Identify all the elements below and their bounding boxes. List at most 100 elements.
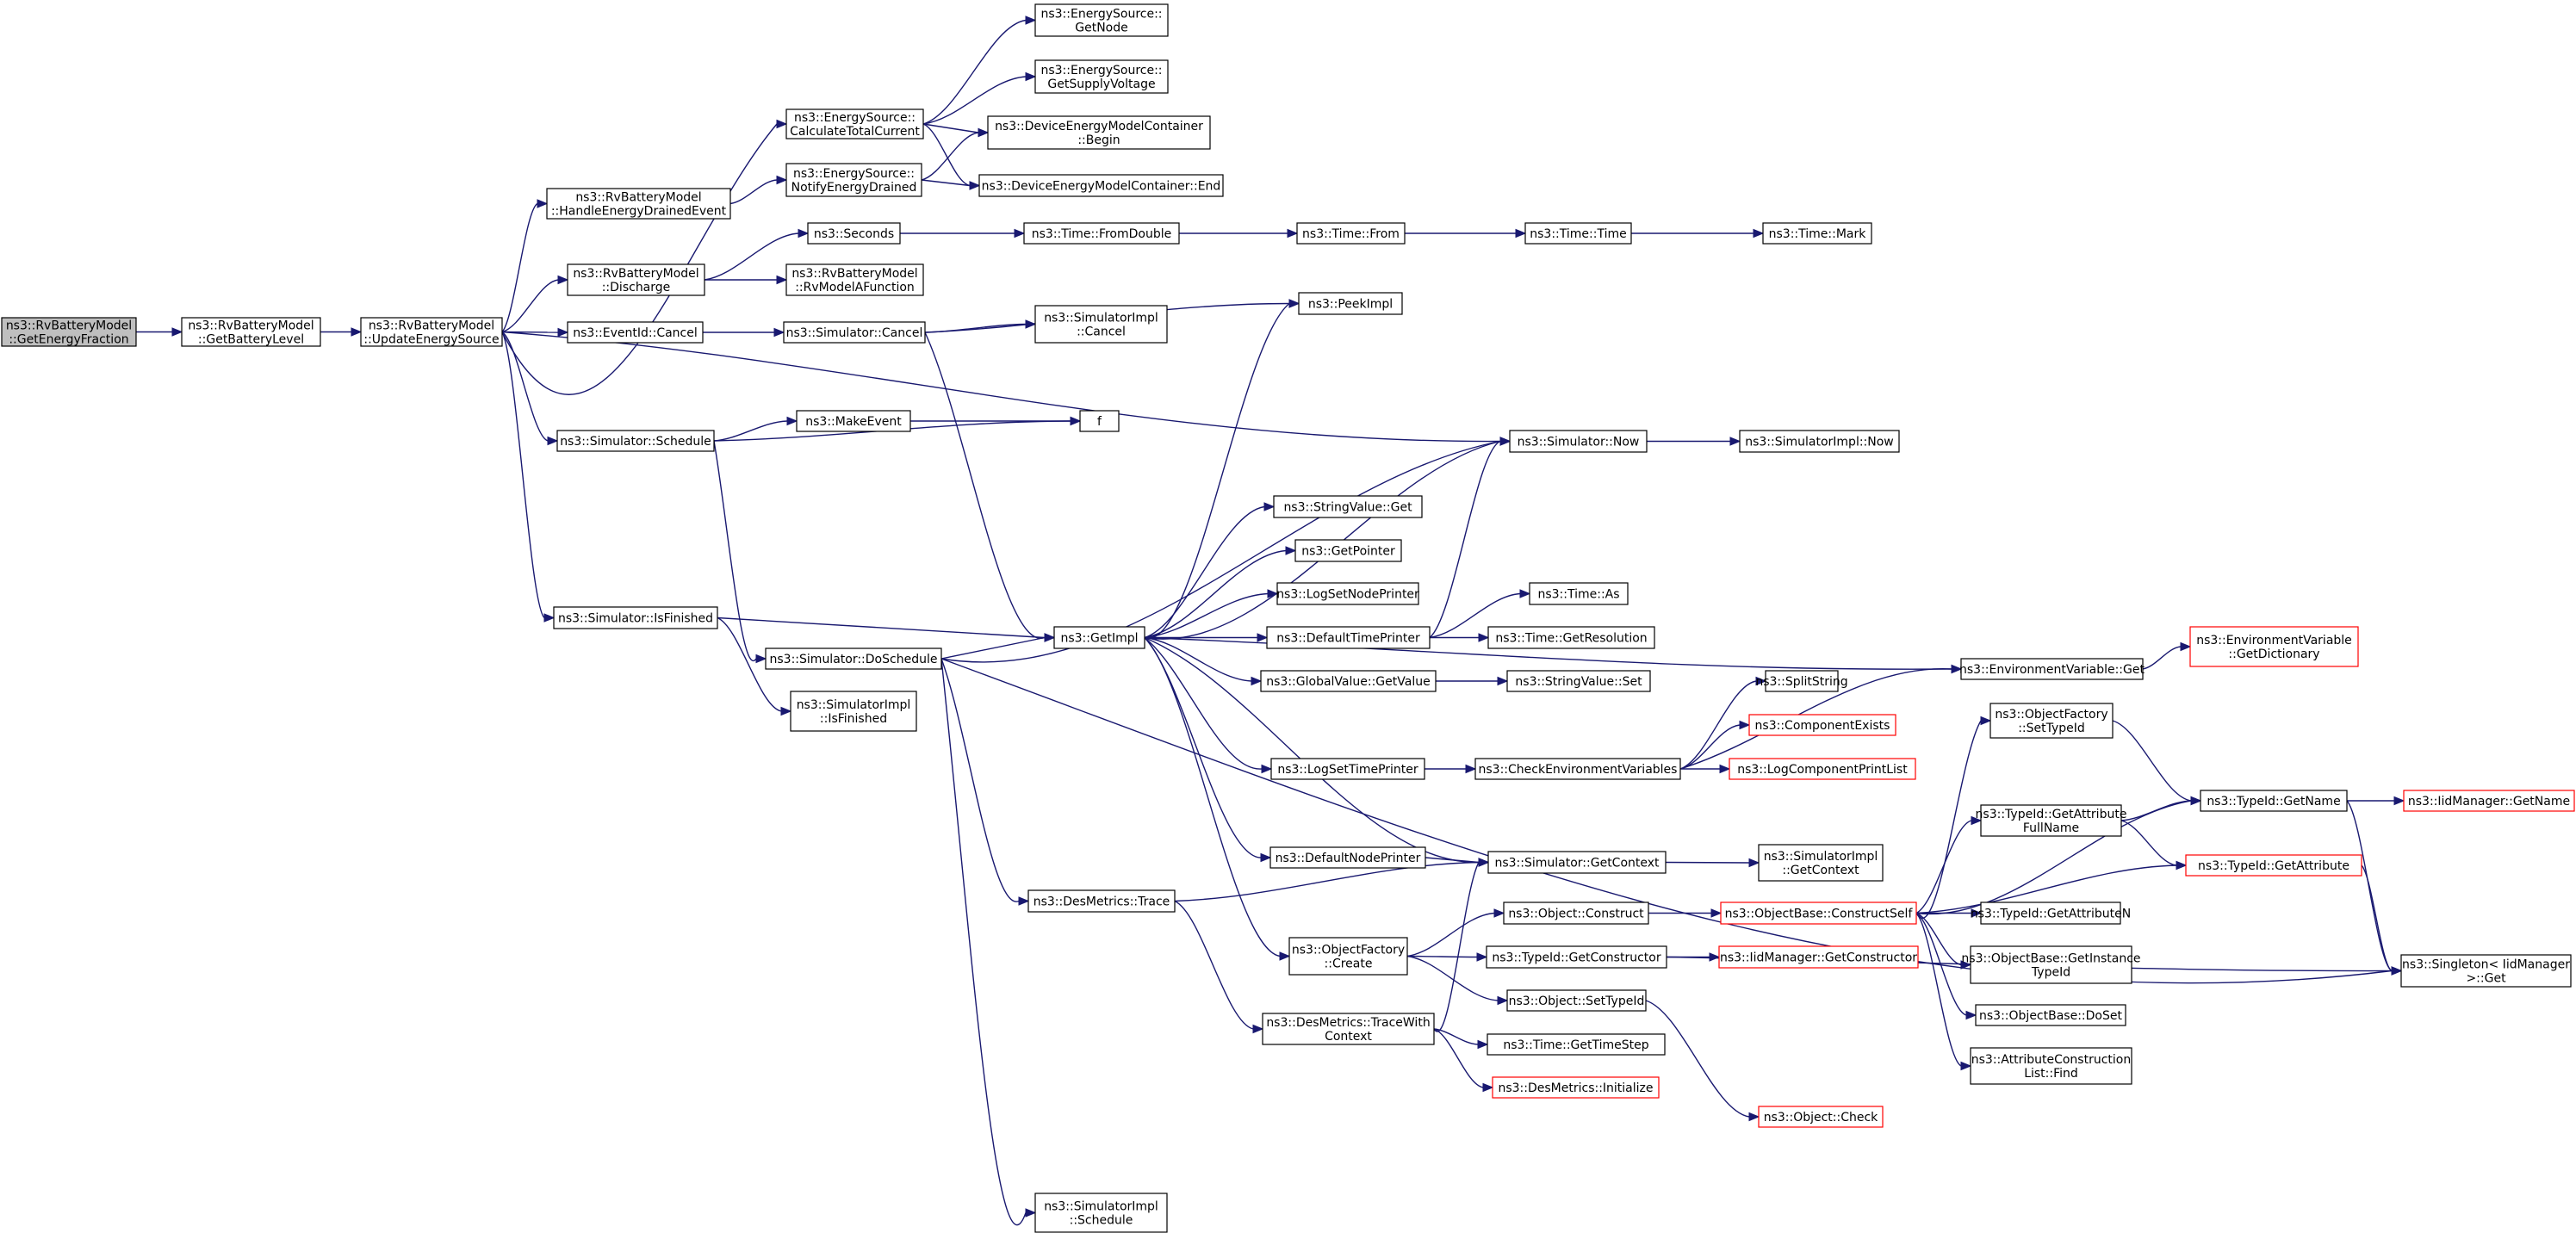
graph-node-n8[interactable]: ns3::Simulator::IsFinished (553, 606, 718, 629)
graph-node-n54[interactable]: ns3::Object::Construct (1503, 902, 1649, 925)
node-label: ::Schedule (1070, 1214, 1133, 1228)
graph-node-n38[interactable]: ns3::EnvironmentVariable::GetDictionary (2189, 626, 2359, 667)
graph-node-n29[interactable]: ns3::LogSetNodePrinter (1276, 582, 1419, 605)
graph-node-n44[interactable]: ns3::CheckEnvironmentVariables (1474, 758, 1681, 780)
node-label: ns3::RvBatteryModel (575, 191, 701, 205)
graph-node-n56[interactable]: ns3::TypeId::GetAttributeN (1971, 902, 2131, 925)
node-label: ns3::RvBatteryModel (791, 267, 917, 281)
graph-node-n4[interactable]: ns3::RvBatteryModel::HandleEnergyDrained… (546, 188, 731, 220)
graph-node-n10[interactable]: ns3::EnergySource::GetSupplyVoltage (1034, 59, 1169, 94)
graph-node-n24[interactable]: f (1079, 410, 1120, 432)
edge-n2-n7 (501, 331, 549, 442)
graph-node-n25[interactable]: ns3::Simulator::Now (1509, 430, 1648, 453)
graph-node-n36[interactable]: ns3::GlobalValue::GetValue (1260, 670, 1437, 692)
graph-node-n7[interactable]: ns3::Simulator::Schedule (556, 430, 715, 452)
graph-node-n68[interactable]: ns3::Object::Check (1758, 1106, 1884, 1128)
graph-node-n18[interactable]: ns3::Time::Time (1524, 222, 1632, 245)
node-label: ns3::EnergySource:: (793, 167, 915, 181)
graph-node-n15[interactable]: ns3::RvBatteryModel::RvModelAFunction (785, 263, 924, 296)
graph-node-n20[interactable]: ns3::PeekImpl (1298, 292, 1403, 315)
graph-node-n16[interactable]: ns3::Time::FromDouble (1023, 222, 1180, 245)
graph-node-n41[interactable]: ns3::ObjectFactory::SetTypeId (1989, 703, 2114, 739)
graph-node-n35[interactable]: ns3::SimulatorImpl::IsFinished (790, 691, 917, 732)
graph-node-n67[interactable]: ns3::DesMetrics::Initialize (1492, 1076, 1660, 1099)
graph-node-n37[interactable]: ns3::StringValue::Set (1506, 670, 1651, 692)
node-label: ns3::StringValue::Get (1283, 501, 1412, 515)
graph-node-n47[interactable]: ns3::IidManager::GetName (2403, 790, 2575, 812)
graph-node-n6[interactable]: ns3::EventId::Cancel (567, 321, 704, 344)
graph-node-n63[interactable]: ns3::ObjectBase::DoSet (1975, 1004, 2126, 1026)
edge-arrowhead (1476, 952, 1488, 962)
graph-node-n28[interactable]: ns3::GetPointer (1294, 539, 1402, 562)
graph-node-n58[interactable]: ns3::TypeId::GetConstructor (1486, 945, 1667, 969)
graph-node-n33[interactable]: ns3::Time::GetResolution (1487, 626, 1655, 649)
node-box (1718, 945, 1919, 969)
edge-arrowhead (1025, 1208, 1037, 1218)
graph-node-n27[interactable]: ns3::StringValue::Get (1273, 495, 1423, 518)
graph-node-n5[interactable]: ns3::RvBatteryModel::Discharge (567, 263, 705, 296)
graph-node-n17[interactable]: ns3::Time::From (1296, 222, 1406, 245)
graph-node-n13[interactable]: ns3::DeviceEnergyModelContainer::End (978, 174, 1224, 197)
edge-arrowhead (1260, 852, 1272, 863)
node-label: ::HandleEnergyDrainedEvent (551, 205, 727, 219)
edge-arrowhead (1497, 995, 1509, 1006)
graph-node-n51[interactable]: ns3::SimulatorImpl::GetContext (1758, 844, 1884, 882)
node-box (1989, 703, 2114, 739)
graph-node-n34[interactable]: ns3::Simulator::DoSchedule (765, 647, 942, 670)
graph-node-n39[interactable]: ns3::EnvironmentVariable::Get (1959, 658, 2145, 680)
graph-node-n14[interactable]: ns3::Seconds (807, 222, 901, 245)
graph-node-n46[interactable]: ns3::TypeId::GetName (2200, 790, 2348, 812)
node-box (1034, 1193, 1168, 1233)
graph-node-n55[interactable]: ns3::ObjectBase::ConstructSelf (1720, 902, 1917, 925)
graph-node-n53[interactable]: ns3::DesMetrics::Trace (1027, 889, 1176, 913)
graph-node-n23[interactable]: ns3::MakeEvent (796, 410, 911, 432)
graph-node-n22[interactable]: ns3::SimulatorImpl::Cancel (1034, 305, 1168, 344)
graph-node-n11[interactable]: ns3::DeviceEnergyModelContainer::Begin (987, 115, 1211, 150)
graph-node-n26[interactable]: ns3::SimulatorImpl::Now (1739, 430, 1900, 453)
graph-node-n52[interactable]: ns3::TypeId::GetAttribute (2185, 854, 2362, 877)
graph-node-n3[interactable]: ns3::EnergySource::CalculateTotalCurrent (785, 108, 924, 139)
node-label: ::SetTypeId (2018, 722, 2085, 735)
edge-arrowhead (1960, 1061, 1972, 1071)
graph-node-n12[interactable]: ns3::EnergySource::NotifyEnergyDrained (785, 163, 922, 197)
graph-node-n59[interactable]: ns3::IidManager::GetConstructor (1718, 945, 1919, 969)
node-label: ns3::EnergySource:: (1040, 8, 1162, 22)
graph-node-n21[interactable]: ns3::Simulator::Cancel (783, 321, 926, 344)
edge-n30-n43 (1144, 636, 1263, 770)
edge-n8-n30 (717, 616, 1046, 639)
graph-node-n30[interactable]: ns3::GetImpl (1053, 626, 1145, 649)
graph-node-n49[interactable]: ns3::DefaultNodePrinter (1269, 846, 1426, 869)
graph-node-n19[interactable]: ns3::Time::Mark (1762, 222, 1872, 245)
node-label: ns3::Simulator::DoSchedule (770, 653, 938, 666)
node-label: ns3::TypeId::GetAttribute (2198, 859, 2349, 873)
graph-node-n0[interactable]: ns3::RvBatteryModel::GetEnergyFraction (1, 317, 137, 347)
edge-arrowhead (1478, 633, 1490, 642)
graph-node-n61[interactable]: ns3::Singleton< IidManager >::Get (2400, 954, 2572, 988)
graph-node-n40[interactable]: ns3::SplitString (1755, 670, 1848, 692)
node-label: ns3::AttributeConstruction (1971, 1053, 2131, 1067)
edge-arrowhead (969, 181, 981, 190)
graph-node-n69[interactable]: ns3::SimulatorImpl::Schedule (1034, 1193, 1168, 1233)
graph-node-n2[interactable]: ns3::RvBatteryModel::UpdateEnergySource (360, 317, 503, 347)
graph-node-n31[interactable]: ns3::DefaultTimePrinter (1266, 626, 1431, 649)
graph-node-n9[interactable]: ns3::EnergySource::GetNode (1034, 3, 1169, 37)
edge-n34-n30 (940, 636, 1046, 660)
node-label: ns3::SimulatorImpl::Now (1745, 436, 1894, 449)
node-label: ns3::EnvironmentVariable (2196, 634, 2352, 647)
graph-node-n65[interactable]: ns3::Time::GetTimeStep (1487, 1033, 1666, 1056)
node-label: CalculateTotalCurrent (790, 125, 920, 139)
graph-node-n32[interactable]: ns3::Time::As (1529, 582, 1629, 605)
graph-node-n42[interactable]: ns3::ComponentExists (1748, 714, 1896, 736)
graph-node-n57[interactable]: ns3::ObjectFactory::Create (1288, 937, 1408, 976)
graph-node-n43[interactable]: ns3::LogSetTimePrinter (1270, 758, 1425, 780)
graph-node-n45[interactable]: ns3::LogComponentPrintList (1729, 758, 1916, 780)
graph-node-n50[interactable]: ns3::Simulator::GetContext (1487, 851, 1667, 874)
edge-arrowhead (1497, 676, 1509, 686)
graph-node-n62[interactable]: ns3::Object::SetTypeId (1506, 989, 1647, 1012)
edge-n21-n22 (924, 323, 1027, 333)
graph-node-n1[interactable]: ns3::RvBatteryModel::GetBatteryLevel (181, 317, 321, 347)
